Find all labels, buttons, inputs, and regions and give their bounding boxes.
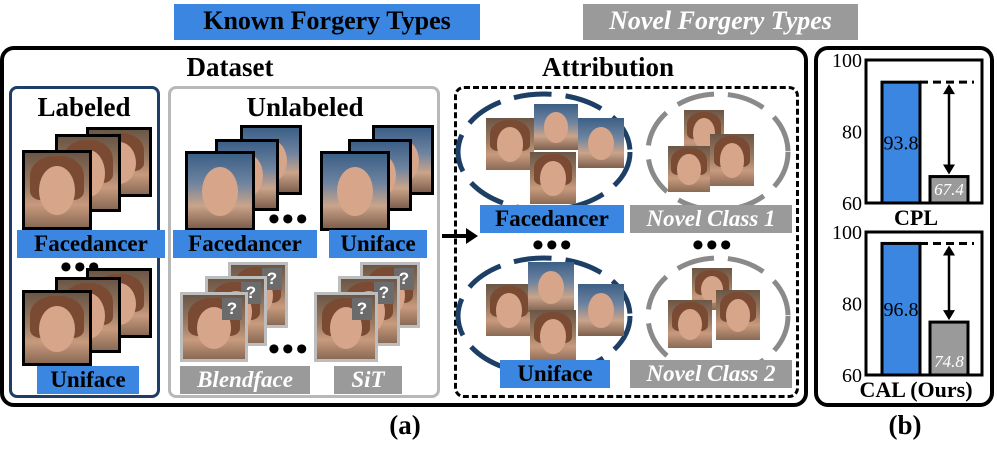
label-uniface: Uniface bbox=[500, 360, 610, 388]
face-image bbox=[578, 284, 624, 336]
label-facedancer: Facedancer bbox=[480, 205, 624, 233]
ellipsis: ••• bbox=[268, 331, 310, 368]
bar-novel bbox=[928, 175, 970, 205]
face-image bbox=[486, 284, 532, 336]
caption-b: (b) bbox=[888, 410, 922, 440]
y-tick-label: 100 bbox=[832, 50, 862, 72]
attribution-title: Attribution bbox=[541, 52, 674, 82]
label-uniface: Uniface bbox=[37, 366, 139, 394]
known-forgery-types-header: Known Forgery Types bbox=[174, 4, 480, 40]
panel-a-frame bbox=[0, 46, 808, 407]
arrow-head-down bbox=[943, 164, 955, 175]
bar-novel-value: 74.8 bbox=[934, 352, 964, 371]
caption-a: (a) bbox=[389, 410, 421, 440]
chart-title: CPL bbox=[894, 205, 938, 230]
arrow-head-down bbox=[943, 310, 955, 321]
face-image bbox=[22, 150, 92, 230]
unlabeled-title: Unlabeled bbox=[246, 92, 364, 122]
question-mark-icon: ? bbox=[352, 298, 372, 320]
bar-novel-value: 67.4 bbox=[934, 180, 964, 199]
plot-frame bbox=[864, 230, 984, 377]
label-novel-class-2: Novel Class 2 bbox=[630, 360, 792, 388]
question-mark-icon: ? bbox=[374, 282, 394, 304]
label-facedancer: Facedancer bbox=[17, 230, 165, 258]
label-novel-class-1: Novel Class 1 bbox=[630, 205, 792, 233]
bar-known bbox=[880, 241, 922, 377]
face-image bbox=[530, 152, 576, 204]
bar-known-value: 93.8 bbox=[884, 133, 919, 155]
label-uniface: Uniface bbox=[329, 230, 427, 258]
plot-frame bbox=[864, 58, 984, 205]
ellipsis: ••• bbox=[268, 201, 310, 238]
question-mark-icon: ? bbox=[222, 298, 242, 320]
dataset-title: Dataset bbox=[186, 52, 274, 82]
attribution-box bbox=[454, 86, 799, 398]
face-image: ? bbox=[314, 292, 378, 362]
bar-novel bbox=[928, 320, 970, 377]
ellipsis: ••• bbox=[532, 227, 574, 264]
face-image bbox=[710, 134, 754, 186]
face-image: ? bbox=[180, 292, 248, 362]
y-tick-label: 80 bbox=[842, 294, 862, 316]
face-image bbox=[716, 290, 760, 340]
face-image bbox=[578, 118, 624, 168]
bar-known bbox=[880, 80, 922, 205]
face-image bbox=[22, 290, 92, 366]
y-tick-label: 60 bbox=[842, 365, 862, 387]
question-mark-icon: ? bbox=[262, 268, 282, 290]
label-facedancer: Facedancer bbox=[173, 230, 317, 258]
bar-known-value: 96.8 bbox=[884, 299, 919, 321]
unlabeled-box bbox=[168, 86, 440, 398]
face-image bbox=[185, 151, 255, 231]
labeled-title: Labeled bbox=[37, 92, 131, 122]
panel-b-frame bbox=[814, 46, 994, 407]
novel-forgery-types-header: Novel Forgery Types bbox=[583, 4, 858, 40]
arrow-head-up bbox=[943, 84, 955, 95]
face-image bbox=[534, 104, 578, 150]
y-tick-label: 60 bbox=[842, 193, 862, 215]
ellipsis: ••• bbox=[692, 227, 734, 264]
y-tick-label: 80 bbox=[842, 122, 862, 144]
label-sit: SiT bbox=[334, 366, 402, 394]
face-image bbox=[668, 300, 712, 348]
face-image bbox=[528, 262, 574, 312]
face-image bbox=[668, 146, 710, 192]
face-image bbox=[320, 151, 390, 231]
face-image bbox=[486, 118, 534, 170]
arrow-head-up bbox=[943, 245, 955, 256]
chart-title: CAL (Ours) bbox=[859, 377, 972, 402]
face-image bbox=[530, 310, 576, 362]
label-blendface: Blendface bbox=[180, 366, 310, 394]
y-tick-label: 100 bbox=[832, 222, 862, 244]
